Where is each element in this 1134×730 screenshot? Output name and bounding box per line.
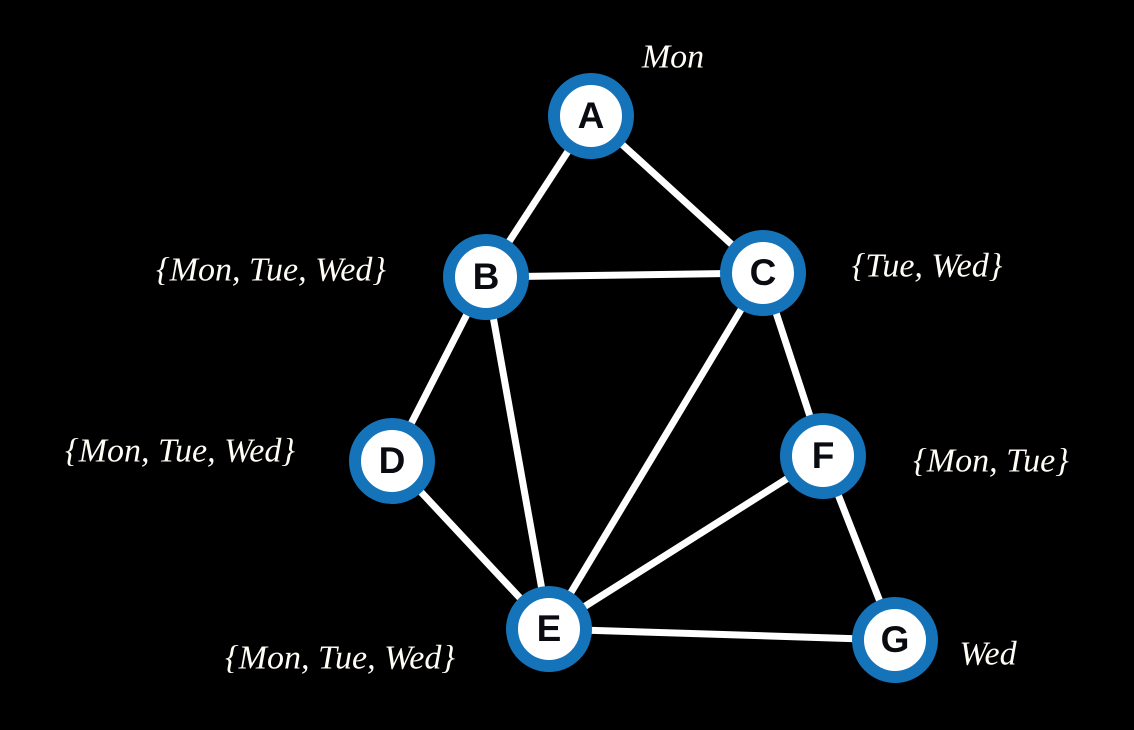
edge-E-F: [545, 452, 827, 633]
node-E: E: [506, 586, 592, 672]
node-letter-B: B: [472, 255, 500, 297]
node-letter-C: C: [749, 251, 777, 293]
domain-label-C: {Tue, Wed}: [851, 247, 1003, 285]
node-letter-F: F: [811, 434, 835, 476]
node-G: G: [852, 597, 938, 683]
domain-label-D: {Mon, Tue, Wed}: [65, 432, 295, 470]
node-B: B: [443, 234, 529, 320]
node-C: C: [720, 230, 806, 316]
domain-label-F: {Mon, Tue}: [913, 442, 1069, 480]
edge-C-E: [545, 269, 767, 633]
edge-B-E: [482, 273, 553, 633]
domain-label-E: {Mon, Tue, Wed}: [225, 639, 455, 677]
node-D: D: [349, 418, 435, 504]
domain-label-B: {Mon, Tue, Wed}: [156, 251, 386, 289]
node-letter-D: D: [378, 439, 406, 481]
domain-label-G: Wed: [959, 635, 1017, 673]
node-A: A: [548, 73, 634, 159]
node-letter-E: E: [536, 607, 562, 649]
node-letter-G: G: [880, 618, 910, 660]
domain-label-A: Mon: [641, 38, 705, 76]
edge-E-G: [545, 625, 899, 644]
edge-B-C: [482, 269, 767, 281]
node-letter-A: A: [577, 94, 605, 136]
node-F: F: [780, 413, 866, 499]
